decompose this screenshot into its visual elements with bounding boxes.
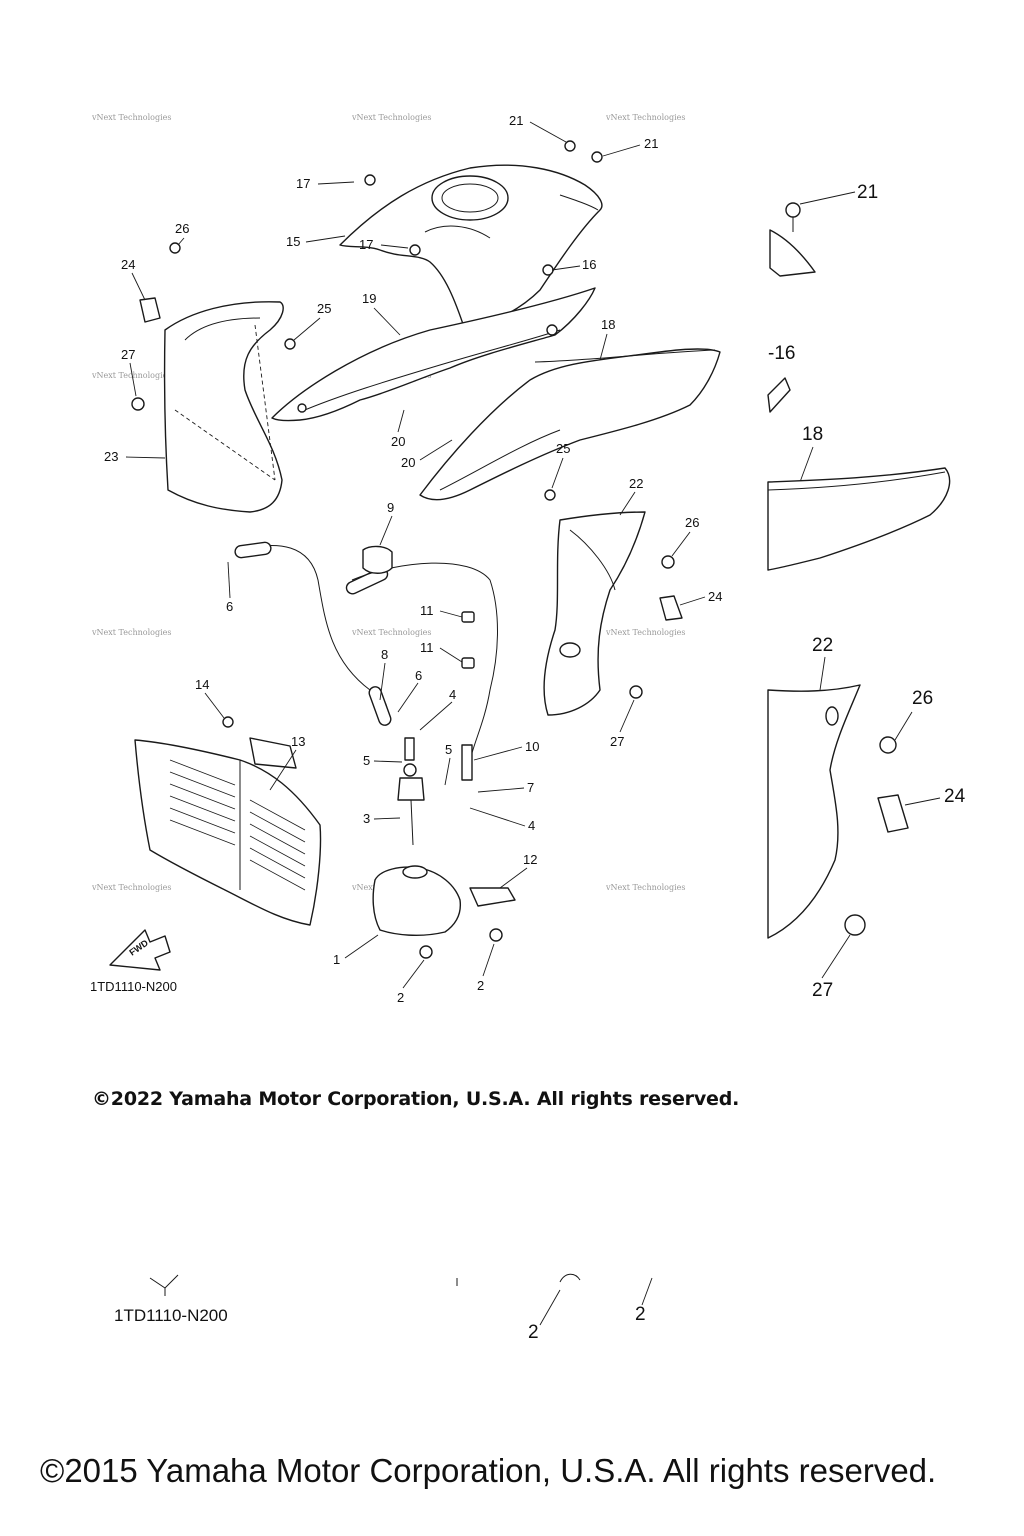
callout-2: 2	[477, 978, 484, 993]
callout-5: 5	[445, 742, 452, 757]
fwd-arrow-icon: FWD	[109, 929, 171, 971]
radiator-shroud-part-23	[163, 301, 284, 513]
callout-11: 11	[420, 603, 434, 618]
callout-1: 1	[333, 952, 340, 967]
callout-26: 26	[175, 221, 189, 236]
callout-16: 16	[582, 257, 596, 272]
callout-15: 15	[286, 234, 300, 249]
fuel-tank-part-1	[372, 865, 516, 936]
hose-assembly	[234, 541, 498, 781]
lower-fragment: 1TD1110-N200 2 2	[114, 1273, 653, 1343]
callout-6: 6	[415, 668, 422, 683]
callout-2: 2	[397, 990, 404, 1005]
callout-12: 12	[523, 852, 537, 867]
shroud-part-22	[543, 511, 646, 716]
callout-22: 22	[629, 476, 643, 491]
callout-27: 27	[121, 347, 135, 362]
callout-13: 13	[291, 734, 305, 749]
callout-3: 3	[363, 811, 370, 826]
callout-19: 19	[362, 291, 376, 306]
radiator-guard-part-13	[134, 737, 322, 926]
side-cover-part-18	[419, 348, 721, 501]
callout-4: 4	[449, 687, 456, 702]
callout-25: 25	[556, 441, 570, 456]
watermark: vNext Technologies	[605, 883, 685, 892]
diagram-code-lower: 1TD1110-N200	[114, 1306, 228, 1325]
callout-21: 21	[644, 136, 658, 151]
callout-10: 10	[525, 739, 539, 754]
fasteners	[131, 140, 683, 959]
watermark: vNext Technologies	[351, 628, 431, 637]
watermark: vNext Technologies	[605, 628, 685, 637]
callout-5: 5	[363, 753, 370, 768]
callout-27: 27	[610, 734, 624, 749]
zoom-callout-16: -16	[768, 343, 795, 364]
callout-25: 25	[317, 301, 331, 316]
callout-17: 17	[296, 176, 310, 191]
watermark: vNext Technologies	[351, 113, 431, 122]
watermark: vNext Technologies	[605, 113, 685, 122]
callout-23: 23	[104, 449, 118, 464]
callout-4: 4	[528, 818, 535, 833]
callout-17: 17	[359, 237, 373, 252]
callout-24: 24	[121, 257, 135, 272]
callout-20: 20	[401, 455, 415, 470]
callout-20: 20	[391, 434, 405, 449]
zoom-panel: 21 -16 18 22 26 24 27	[767, 182, 966, 1001]
zoom-callout-18: 18	[802, 424, 823, 445]
callout-21: 21	[509, 113, 523, 128]
watermark: vNext Technologies	[91, 371, 171, 380]
copyright-2015: ©2015 Yamaha Motor Corporation, U.S.A. A…	[40, 1452, 937, 1489]
callout-9: 9	[387, 500, 394, 515]
lower-callout-2: 2	[528, 1322, 539, 1343]
callout-8: 8	[381, 647, 388, 662]
callout-14: 14	[195, 677, 209, 692]
zoom-callout-22: 22	[812, 635, 833, 656]
callout-26: 26	[685, 515, 699, 530]
callout-11: 11	[420, 640, 434, 655]
diagram-code: 1TD1110-N200	[90, 979, 177, 994]
zoom-callout-26: 26	[912, 688, 933, 709]
tank-cover-part-15	[339, 164, 603, 331]
callout-18: 18	[601, 317, 615, 332]
callouts: 1 2 2 3 4 4 5 5 6 6 7 8 9 10 11 11 12 13	[104, 113, 722, 1005]
callout-7: 7	[527, 780, 534, 795]
watermark: vNext Technologies	[91, 113, 171, 122]
zoom-callout-27: 27	[812, 980, 833, 1001]
watermark: vNext Technologies	[91, 883, 171, 892]
callout-6: 6	[226, 599, 233, 614]
fuel-cock-part-3	[397, 737, 425, 846]
zoom-callout-24: 24	[944, 786, 966, 807]
copyright-2022: ©2022 Yamaha Motor Corporation, U.S.A. A…	[92, 1088, 740, 1110]
callout-24: 24	[708, 589, 722, 604]
zoom-callout-21: 21	[857, 182, 878, 203]
side-cover-part-19	[271, 287, 596, 422]
lower-callout-2: 2	[635, 1304, 646, 1325]
watermark: vNext Technologies	[91, 628, 171, 637]
